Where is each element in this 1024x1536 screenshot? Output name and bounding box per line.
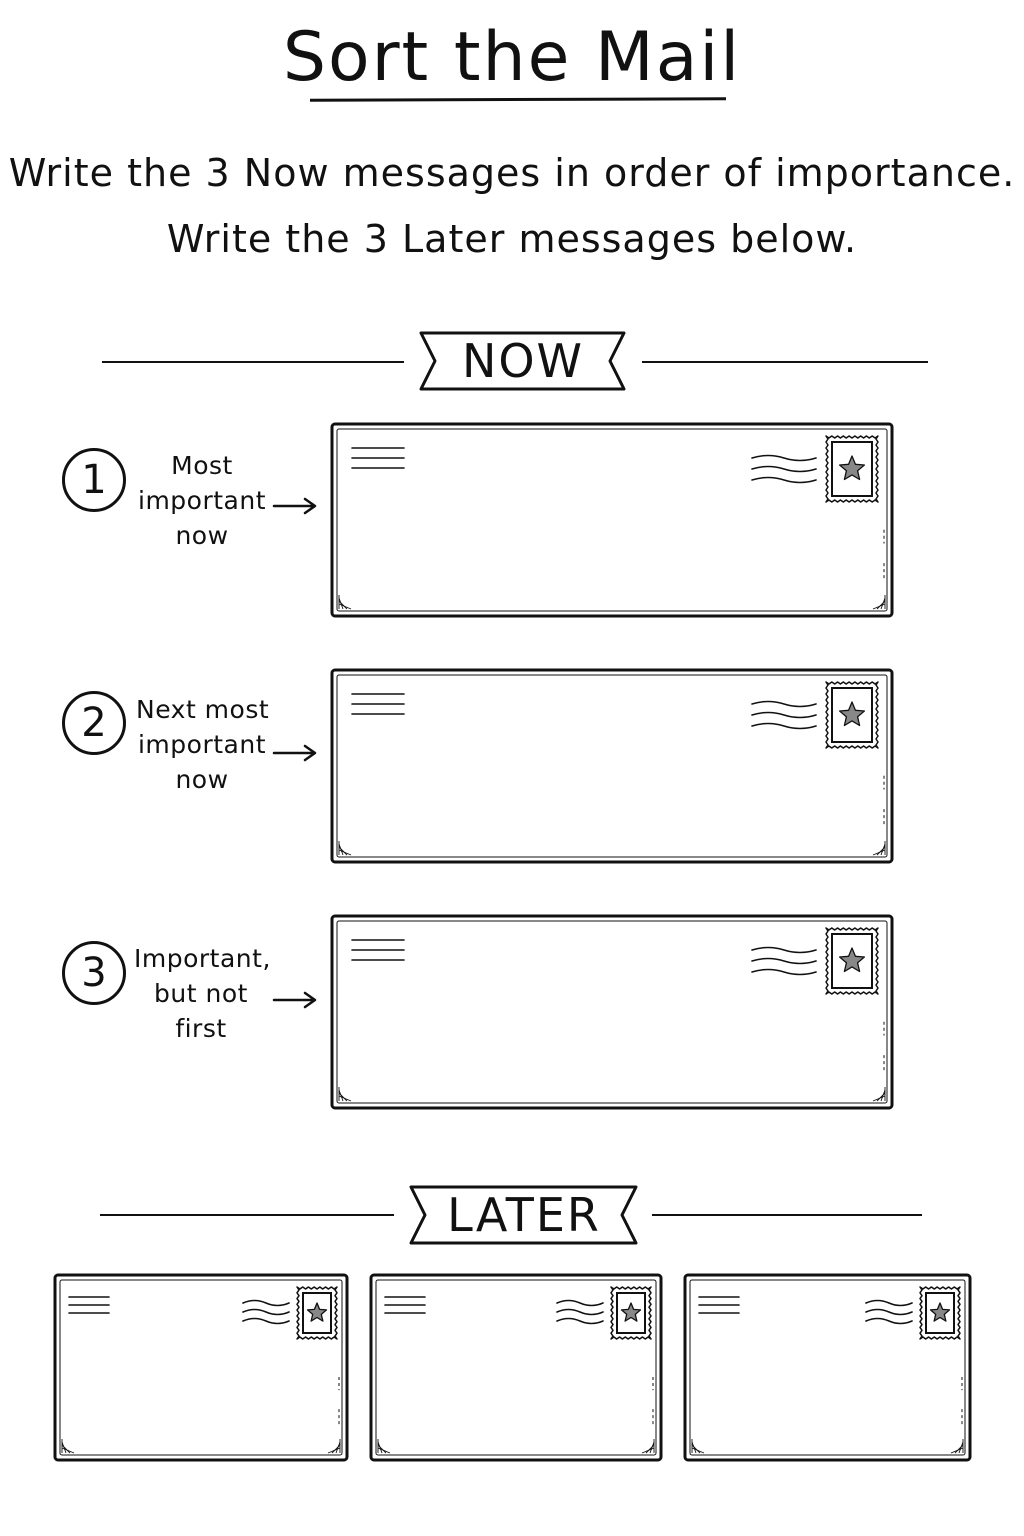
address-lines-icon (351, 447, 405, 469)
row-3-line-3: first (175, 1014, 227, 1043)
star-stamp-icon (825, 681, 879, 749)
row-2-description: Next most important now (136, 692, 270, 797)
row-3-description: Important, but not first (134, 941, 271, 1046)
now-envelope-1[interactable] (330, 422, 894, 618)
row-2-line-2: important (137, 730, 266, 759)
envelope-icon (369, 1273, 663, 1462)
later-envelope-2[interactable] (369, 1273, 663, 1462)
row-3-line-1: Important, (134, 944, 271, 973)
corner-hatch-icon (338, 775, 886, 856)
postmark-waves-icon (556, 1299, 604, 1325)
envelope-icon (330, 422, 894, 618)
now-label: NOW (461, 334, 585, 388)
title-underline (309, 97, 727, 102)
address-lines-icon (351, 939, 405, 961)
star-stamp-icon (825, 927, 879, 995)
row-1-line-2: important (138, 486, 267, 515)
banner-ribbon-icon (419, 331, 626, 391)
banner-ribbon-icon (409, 1185, 638, 1245)
arrow-right-icon (272, 991, 317, 1009)
postmark-waves-icon (751, 946, 817, 976)
arrow-right-icon (272, 744, 317, 762)
page-title: Sort the Mail (282, 18, 742, 97)
envelope-icon (683, 1273, 972, 1462)
now-banner: NOW (418, 330, 628, 392)
row-1-description: Most important now (138, 448, 266, 553)
later-label: LATER (447, 1188, 601, 1242)
instruction-line-2: Write the 3 Later messages below. (166, 217, 858, 261)
row-1-line-1: Most (171, 451, 233, 480)
row-1-line-3: now (175, 521, 229, 550)
row-number-1: 1 (62, 448, 126, 512)
arrow-right-icon (272, 497, 317, 515)
postmark-waves-icon (865, 1299, 913, 1325)
address-lines-icon (351, 693, 405, 715)
address-lines-icon (384, 1296, 426, 1314)
envelope-icon (330, 914, 894, 1110)
corner-hatch-icon (61, 1376, 341, 1454)
row-number-3: 3 (62, 941, 126, 1005)
later-banner: LATER (408, 1184, 640, 1246)
address-lines-icon (68, 1296, 110, 1314)
now-envelope-2[interactable] (330, 668, 894, 864)
star-stamp-icon (825, 435, 879, 503)
row-number-2: 2 (62, 691, 126, 755)
postmark-waves-icon (242, 1299, 290, 1325)
corner-hatch-icon (691, 1376, 964, 1454)
row-2-line-3: now (175, 765, 229, 794)
later-rule-left (100, 1214, 394, 1216)
now-envelope-3[interactable] (330, 914, 894, 1110)
corner-hatch-icon (338, 1021, 886, 1102)
envelope-icon (53, 1273, 349, 1462)
star-stamp-icon (296, 1286, 338, 1340)
later-rule-right (652, 1214, 922, 1216)
instructions: Write the 3 Now messages in order of imp… (0, 140, 1024, 272)
envelope-icon (330, 668, 894, 864)
now-rule-right (642, 361, 928, 363)
star-stamp-icon (919, 1286, 961, 1340)
corner-hatch-icon (338, 529, 886, 610)
postmark-waves-icon (751, 700, 817, 730)
address-lines-icon (698, 1296, 740, 1314)
row-2-line-1: Next most (136, 695, 270, 724)
later-envelope-3[interactable] (683, 1273, 972, 1462)
now-rule-left (102, 361, 404, 363)
star-stamp-icon (610, 1286, 652, 1340)
later-envelope-1[interactable] (53, 1273, 349, 1462)
row-3-line-2: but not (154, 979, 248, 1008)
corner-hatch-icon (377, 1376, 655, 1454)
instruction-line-1: Write the 3 Now messages in order of imp… (8, 151, 1016, 195)
postmark-waves-icon (751, 454, 817, 484)
